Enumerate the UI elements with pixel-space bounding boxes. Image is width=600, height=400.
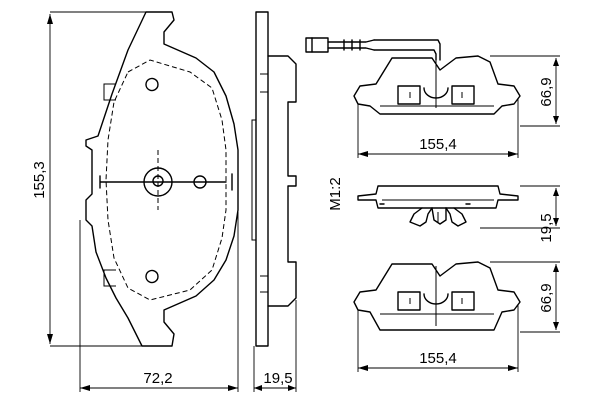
pad-top-view: [353, 55, 521, 115]
pad-bottom-view: [353, 261, 521, 331]
dim-height-top: [490, 55, 560, 127]
pad-section-view: [357, 185, 519, 227]
dim-height-top-label: 66,9: [538, 77, 555, 106]
dim-thickness-mid: [480, 185, 560, 229]
dim-width-main-label: 72,2: [143, 370, 172, 387]
pad-side-view: [251, 11, 297, 347]
wear-sensor: [305, 37, 441, 61]
dim-length-bottom-label: 155,4: [419, 350, 457, 367]
dim-thickness-label: 19,5: [263, 370, 292, 387]
dim-width-main: [79, 212, 239, 392]
dim-height-bottom: [490, 261, 560, 333]
dim-length-top-label: 155,4: [419, 136, 457, 153]
dim-length-bottom: [357, 304, 519, 372]
dim-height-main-label: 155,3: [31, 161, 48, 199]
dim-thickness-mid-label: 19,5: [538, 213, 555, 242]
dim-length-top: [357, 98, 519, 158]
dim-height-main: [47, 11, 146, 347]
pad-front-view: [85, 11, 239, 347]
dim-height-bottom-label: 66,9: [538, 283, 555, 312]
dim-thickness: [253, 300, 297, 392]
scale-label: M1:2: [327, 177, 344, 210]
